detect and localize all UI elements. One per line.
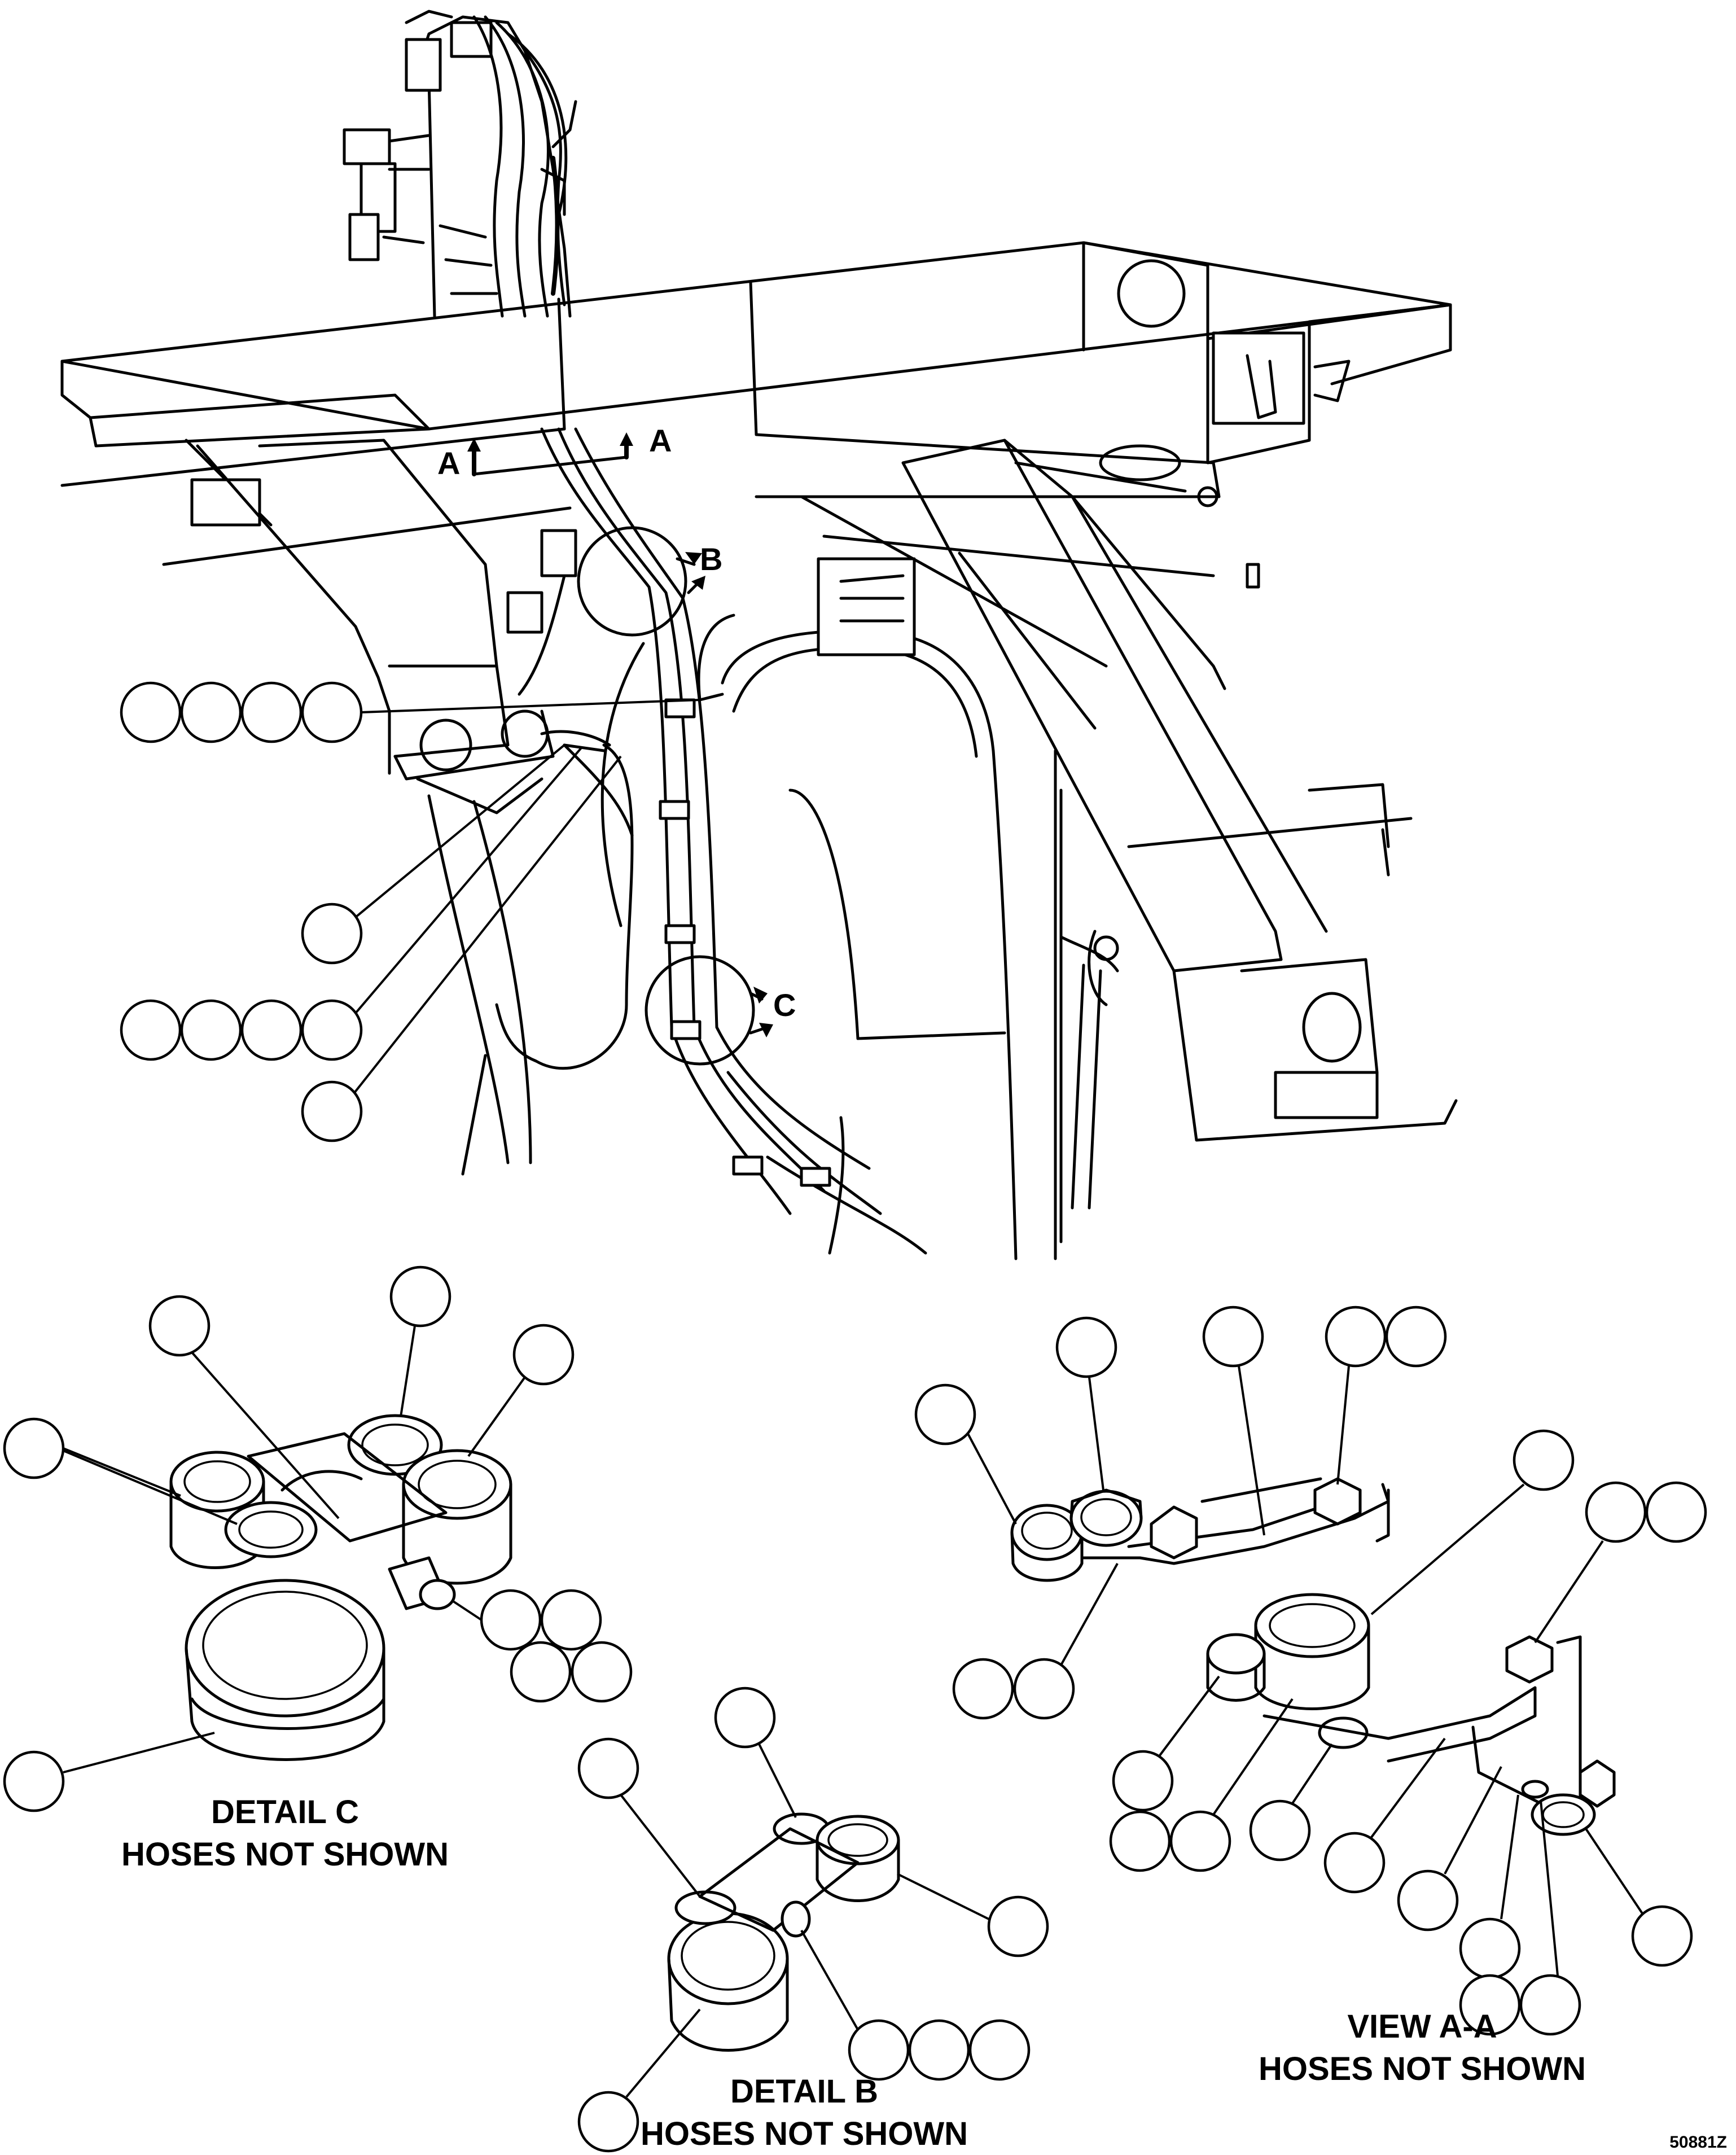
- detail-circle-b: B: [577, 526, 722, 637]
- callout-balloon: [180, 999, 242, 1061]
- callout-balloon: [1325, 1306, 1387, 1368]
- callout-balloon: [1397, 1869, 1459, 1931]
- detail-c-subtitle: HOSES NOT SHOWN: [121, 1836, 449, 1873]
- callout-balloon: [1169, 1810, 1231, 1872]
- callout-balloon: [512, 1324, 575, 1386]
- callout-balloon: [301, 1080, 363, 1142]
- view-aa-title: VIEW A-A: [1347, 2008, 1497, 2045]
- callout-balloon: [908, 2019, 970, 2081]
- callout-balloon: [301, 903, 363, 965]
- upper-cylinder: [343, 10, 577, 318]
- callout-balloon: [1459, 1974, 1521, 2036]
- callout-balloon: [480, 1589, 542, 1651]
- callout-balloon: [1459, 1917, 1521, 1979]
- callout-balloon: [914, 1383, 976, 1446]
- callout-balloon: [1631, 1905, 1693, 1967]
- callout-balloon: [120, 999, 182, 1061]
- callout-balloon: [148, 1295, 211, 1357]
- detail-b-subtitle: HOSES NOT SHOWN: [641, 2115, 968, 2152]
- center-arch: [721, 629, 1063, 1260]
- callout-balloon: [240, 681, 303, 743]
- right-beam: [755, 439, 1458, 1210]
- callout-balloon: [571, 1641, 633, 1703]
- callout-balloon: [987, 1895, 1049, 1957]
- callout-balloon: [510, 1641, 572, 1703]
- left-structure: [60, 427, 577, 1176]
- view-a-a: VIEW A-A HOSES NOT SHOWN: [914, 1306, 1707, 2087]
- marker-a-left: A: [437, 445, 460, 481]
- callout-balloon: [1323, 1832, 1386, 1894]
- callout-balloon: [1519, 1974, 1581, 2036]
- callout-balloon: [968, 2019, 1031, 2081]
- callout-balloon: [1202, 1306, 1264, 1368]
- marker-b: B: [700, 541, 722, 577]
- callout-balloon: [848, 2019, 910, 2081]
- callout-balloon: [3, 1750, 65, 1812]
- callout-balloon: [120, 681, 182, 743]
- upper-frame: [60, 241, 1452, 498]
- callout-balloon: [1513, 1429, 1575, 1491]
- callout-balloon: [301, 999, 363, 1061]
- callout-balloon: [577, 1737, 639, 1799]
- main-view-balloons: [120, 681, 700, 1142]
- view-aa-subtitle: HOSES NOT SHOWN: [1259, 2051, 1586, 2087]
- callout-balloon: [301, 681, 363, 743]
- callout-balloon: [952, 1658, 1014, 1720]
- callout-balloon: [714, 1687, 776, 1749]
- callout-balloon: [1013, 1658, 1075, 1720]
- callout-balloon: [1645, 1481, 1707, 1543]
- detail-b-view: DETAIL B HOSES NOT SHOWN: [577, 1687, 1049, 2153]
- section-a-markers: A A: [437, 423, 672, 481]
- marker-c: C: [773, 987, 796, 1023]
- callout-balloon: [389, 1265, 451, 1328]
- figure-number: 50881Z: [1669, 2133, 1727, 2152]
- callout-balloon: [1109, 1810, 1171, 1872]
- callout-balloon: [1112, 1750, 1174, 1812]
- detail-circle-c: C: [645, 955, 796, 1066]
- detail-c-view: DETAIL C HOSES NOT SHOWN: [3, 1265, 633, 1873]
- callout-balloon: [3, 1417, 65, 1479]
- callout-balloon: [1585, 1481, 1647, 1543]
- marker-a-right: A: [649, 423, 672, 458]
- detail-b-title: DETAIL B: [730, 2073, 878, 2110]
- callout-balloon: [577, 2091, 639, 2153]
- callout-balloon: [540, 1589, 602, 1651]
- callout-balloon: [180, 681, 242, 743]
- main-assembly-view: B C A A: [60, 10, 1458, 1260]
- detail-c-title: DETAIL C: [211, 1794, 359, 1830]
- callout-balloon: [1249, 1799, 1311, 1861]
- callout-balloon: [1385, 1306, 1447, 1368]
- callout-balloon: [240, 999, 303, 1061]
- callout-balloon: [1055, 1316, 1117, 1378]
